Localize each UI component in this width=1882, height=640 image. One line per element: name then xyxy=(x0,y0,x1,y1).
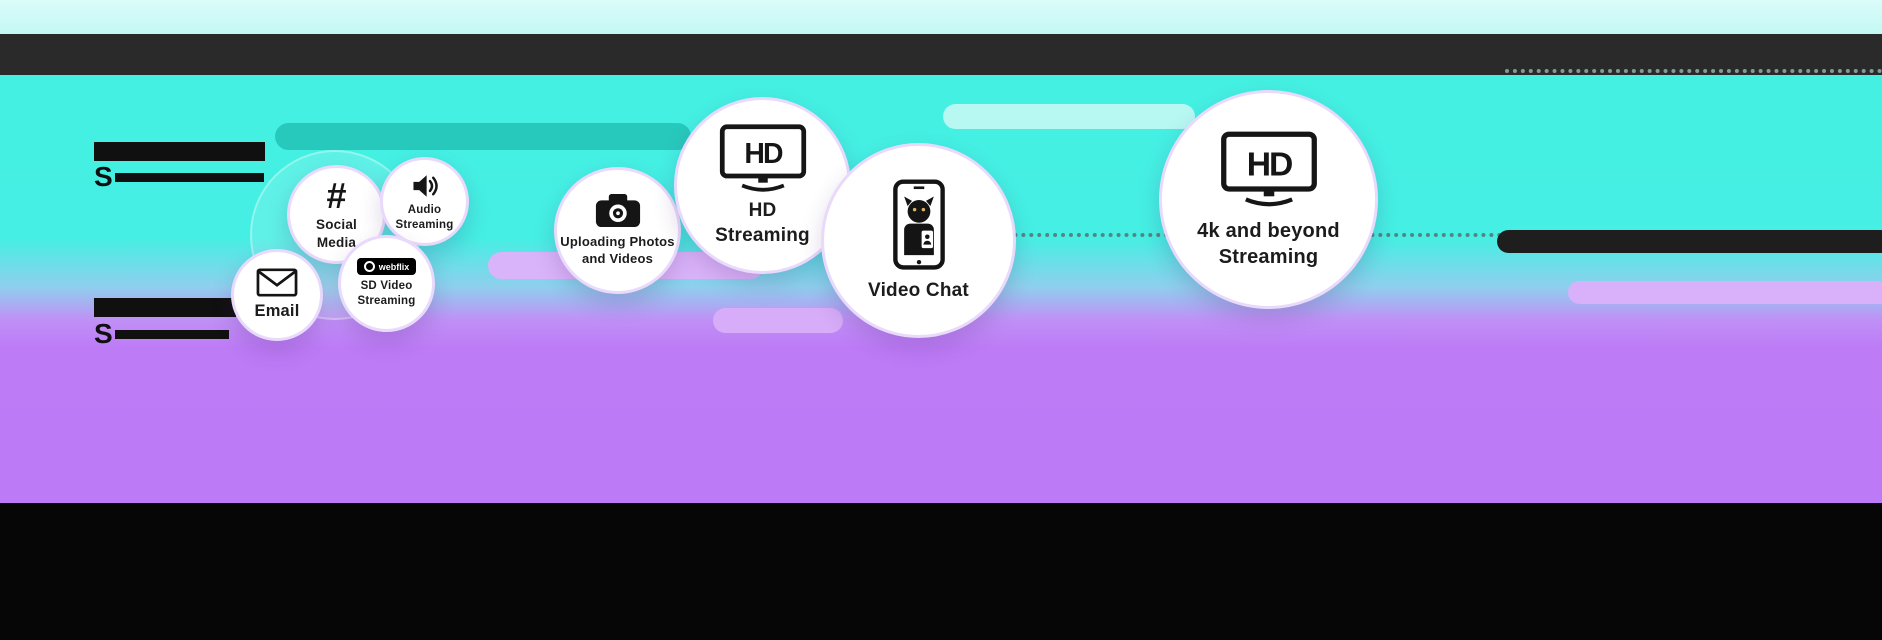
partial-letter: S xyxy=(94,161,113,192)
bubble-email: Email xyxy=(231,249,323,341)
camera-icon xyxy=(595,194,640,228)
redacted-heading-bar-2 xyxy=(94,298,236,317)
4k-tv-icon-text: HD xyxy=(1246,146,1291,183)
bubble-audio-label-line1: Audio xyxy=(407,203,442,216)
bubble-audio-label-line2: Streaming xyxy=(395,218,454,231)
redacted-heading-bar-1 xyxy=(94,142,265,161)
video-chat-phone-icon xyxy=(892,179,945,270)
webflix-badge: webflix xyxy=(356,258,417,276)
partial-letter: S xyxy=(94,318,113,349)
bubble-video-chat-label: Video Chat xyxy=(868,279,969,301)
redacted-subheading-1: S xyxy=(94,163,264,191)
bubble-audio-streaming: Audio Streaming xyxy=(380,157,469,246)
speaker-icon xyxy=(412,174,438,197)
speed-pill-dark-right xyxy=(1497,230,1882,253)
bubble-uploading-label-line2: and Videos xyxy=(581,251,654,266)
bubble-social-label-line2: Media xyxy=(316,234,357,250)
bubble-uploading-label-line1: Uploading Photos xyxy=(560,234,675,250)
bubble-4k-label-line1: 4k and beyond xyxy=(1197,219,1340,242)
bubble-uploading-photos: Uploading Photos and Videos xyxy=(554,167,681,294)
webflix-badge-text: webflix xyxy=(378,261,410,272)
redacted-subheading-bar-1 xyxy=(114,172,264,182)
hd-tv-icon-text: HD xyxy=(744,138,783,170)
bubble-hd-label-line2: Streaming xyxy=(715,224,810,246)
speed-pill-lavender-right xyxy=(1568,281,1882,304)
speed-pill-teal xyxy=(275,123,691,150)
bubble-email-label: Email xyxy=(254,301,300,320)
bubble-sd-label-line2: Streaming xyxy=(357,295,416,307)
webflix-logo-icon xyxy=(363,261,375,273)
4k-tv-icon: HD xyxy=(1220,131,1317,206)
bubble-4k-label-line2: Streaming xyxy=(1218,245,1319,268)
bubble-hd-label-line1: HD xyxy=(748,199,777,221)
hd-tv-icon: HD xyxy=(719,124,806,192)
redacted-subheading-2: S xyxy=(94,320,229,348)
envelope-icon xyxy=(256,268,298,297)
bubble-sd-video-streaming: webflix SD Video Streaming xyxy=(338,235,435,332)
speed-pill-pale-cyan xyxy=(943,104,1195,129)
bubble-video-chat: Video Chat xyxy=(821,143,1016,338)
redacted-subheading-bar-2 xyxy=(114,329,229,339)
bubble-social-label-line1: Social xyxy=(316,216,357,232)
bubble-4k-streaming: HD 4k and beyond Streaming xyxy=(1159,90,1378,309)
speed-pill-lavender-small xyxy=(713,308,843,333)
bubble-sd-label-line1: SD Video xyxy=(360,280,413,293)
hashtag-icon: # xyxy=(326,174,347,216)
dotted-band-edge xyxy=(1505,69,1882,73)
